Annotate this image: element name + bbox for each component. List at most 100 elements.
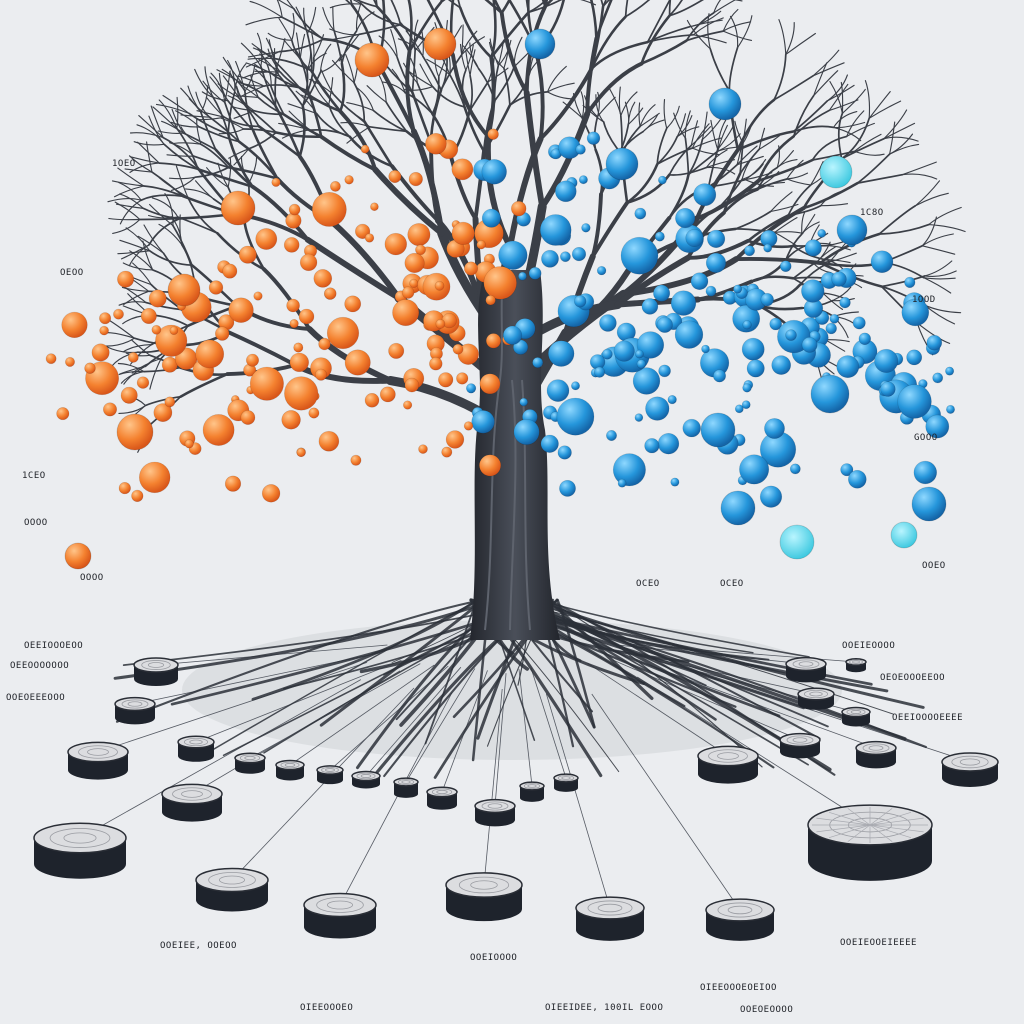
branch <box>119 199 142 225</box>
branch <box>686 19 711 50</box>
leaf-node <box>284 376 319 411</box>
leaf-node-large <box>64 542 92 570</box>
branch <box>106 346 139 354</box>
branch <box>690 120 699 146</box>
branch <box>222 56 243 84</box>
branch <box>320 69 335 96</box>
branch <box>447 0 462 9</box>
branch <box>205 96 225 118</box>
branch <box>527 0 548 14</box>
branch <box>544 0 554 8</box>
branch <box>162 94 190 114</box>
branch <box>226 330 298 367</box>
leaf-node <box>901 298 930 327</box>
branch <box>440 53 463 91</box>
leaf-node <box>407 223 431 247</box>
leaf-node <box>705 252 727 273</box>
branch <box>562 101 583 119</box>
leaf-node <box>84 362 96 374</box>
branch <box>194 166 230 179</box>
branch <box>281 129 311 139</box>
branch <box>242 128 277 134</box>
branch <box>331 59 355 84</box>
branch <box>148 217 182 246</box>
cylinder-ring <box>852 660 860 664</box>
branch <box>868 100 902 119</box>
branch <box>228 148 250 159</box>
leaf-node <box>435 318 446 329</box>
leaf-node <box>370 202 379 211</box>
branch <box>692 34 727 44</box>
leader-line <box>79 679 361 839</box>
leaf-node <box>313 269 333 288</box>
leaf-node <box>759 485 783 508</box>
branch <box>828 83 849 111</box>
leaf-node <box>746 359 765 378</box>
cylinder-ring <box>321 766 339 774</box>
branch <box>151 171 185 198</box>
branch <box>108 217 141 221</box>
leaf-node <box>733 284 743 294</box>
branch <box>194 180 215 200</box>
leaf-node <box>311 191 347 227</box>
branch <box>148 115 165 145</box>
branch <box>580 91 585 119</box>
root-strand <box>113 598 495 680</box>
leaf-node <box>215 326 230 341</box>
leaf-node-large <box>220 190 256 226</box>
branch <box>487 67 509 83</box>
branch <box>143 366 182 373</box>
leaf-node <box>690 272 709 291</box>
branch <box>811 135 848 161</box>
leaf-node <box>438 372 454 388</box>
leaf-node <box>789 463 801 475</box>
leaf-node <box>528 266 542 280</box>
leaf-node <box>836 355 860 379</box>
branch <box>194 68 213 97</box>
leaf-node <box>434 280 445 291</box>
leaf-node <box>344 175 354 185</box>
branch <box>901 161 937 176</box>
cylinder-ring <box>487 803 503 809</box>
cylinder-ring <box>809 691 823 697</box>
leaf-node <box>742 320 752 330</box>
branch <box>756 178 788 191</box>
branch <box>416 82 434 115</box>
branch <box>148 249 193 267</box>
cylinder-ring <box>523 783 541 789</box>
leaf-node-large <box>911 486 947 522</box>
branch <box>251 43 277 60</box>
branch <box>841 88 866 114</box>
branch <box>332 6 335 31</box>
branch <box>277 0 295 10</box>
branch <box>620 91 638 117</box>
cylinder-ring <box>786 735 814 745</box>
branch <box>690 126 712 146</box>
branch <box>346 126 371 144</box>
label-left-low-1: OEEIOOOEOO <box>24 641 83 651</box>
leaf-node <box>255 228 278 250</box>
branch <box>123 344 153 353</box>
branch <box>345 0 353 7</box>
branch <box>115 203 144 209</box>
branch <box>108 319 135 339</box>
branch <box>257 125 302 158</box>
branch <box>710 119 719 150</box>
branch <box>923 277 952 294</box>
branch <box>668 166 708 176</box>
leaf-node <box>636 359 647 369</box>
branch <box>239 85 265 98</box>
branch <box>668 0 672 17</box>
leaf-node <box>743 245 755 257</box>
branch <box>742 118 747 144</box>
root-strand <box>424 599 478 745</box>
leader-line <box>494 673 507 807</box>
branch <box>572 93 583 119</box>
branch <box>421 55 442 91</box>
label-left-1: 1OEO <box>112 159 136 169</box>
branch <box>358 0 363 5</box>
branch <box>345 54 355 84</box>
branch <box>322 7 335 31</box>
branch <box>117 167 145 187</box>
branch <box>353 81 366 122</box>
